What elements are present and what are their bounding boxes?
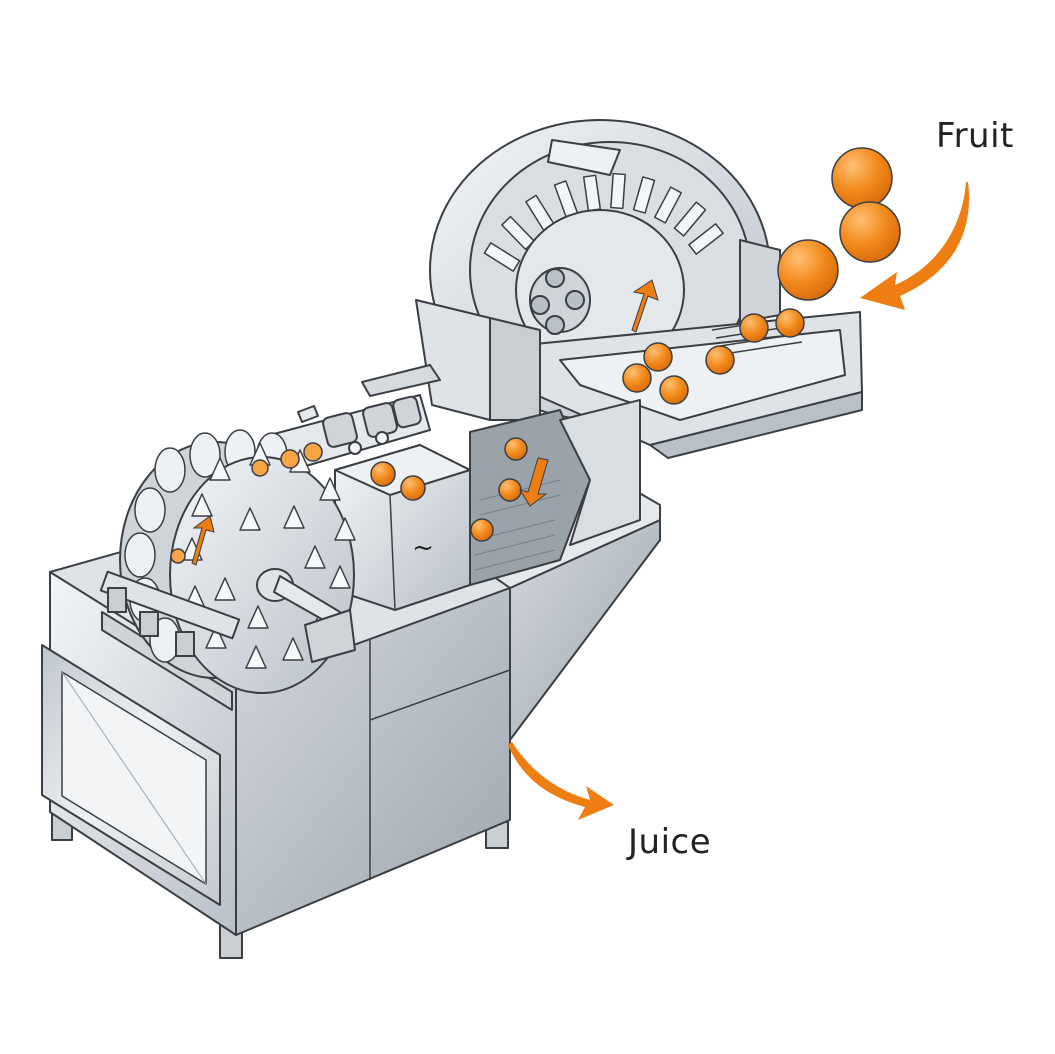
fruit-inlet-arrow-icon bbox=[860, 182, 970, 310]
orange-fruit bbox=[504, 437, 528, 461]
orange-fruit bbox=[777, 239, 839, 301]
orange-fruit bbox=[659, 375, 689, 405]
rotation-arrow-icon bbox=[191, 279, 659, 566]
orange-fruit bbox=[831, 147, 893, 209]
motor-symbol-label: ~ bbox=[412, 533, 434, 563]
fruit-group bbox=[170, 147, 901, 564]
orange-fruit bbox=[622, 363, 652, 393]
orange-half bbox=[251, 459, 269, 477]
feed-wheel-teeth bbox=[483, 172, 724, 272]
wheel-cones bbox=[181, 442, 356, 669]
orange-fruit bbox=[643, 342, 673, 372]
orange-fruit bbox=[705, 345, 735, 375]
orange-half bbox=[280, 449, 300, 469]
fruit-label: Fruit bbox=[936, 116, 1014, 156]
orange-fruit bbox=[470, 518, 494, 542]
orange-fruit bbox=[498, 478, 522, 502]
pressing-wheel bbox=[99, 429, 356, 694]
axle-bearing bbox=[304, 609, 356, 663]
orange-fruit bbox=[839, 201, 901, 263]
orange-fruit bbox=[739, 313, 769, 343]
orange-fruit bbox=[370, 461, 396, 487]
juice-outlet-arrow-icon bbox=[508, 742, 614, 820]
juice-label: Juice bbox=[628, 822, 712, 862]
orange-half bbox=[170, 548, 186, 564]
orange-fruit bbox=[400, 475, 426, 501]
orange-fruit bbox=[775, 308, 805, 338]
orange-half bbox=[303, 442, 323, 462]
